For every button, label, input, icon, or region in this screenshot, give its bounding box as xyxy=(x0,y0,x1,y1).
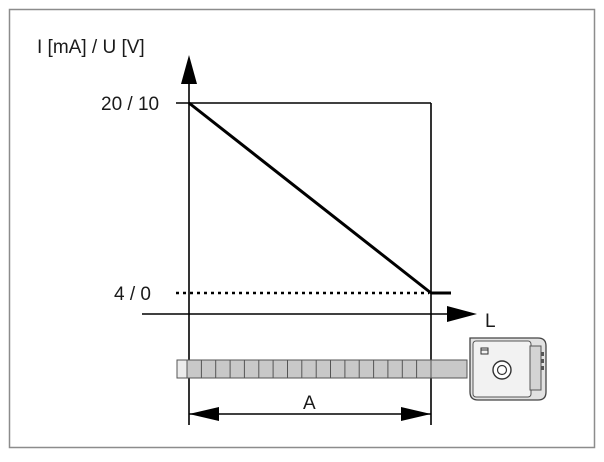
sensor-head-icon xyxy=(469,337,547,401)
y-axis-arrow-icon xyxy=(181,55,197,84)
probe-rod-tip xyxy=(176,359,188,379)
dimension-label: A xyxy=(303,393,316,414)
x-axis-label: L xyxy=(485,311,496,332)
output-characteristic-line xyxy=(188,101,432,295)
x-axis-arrow-icon xyxy=(447,306,477,322)
probe-rod-segments xyxy=(200,360,432,378)
dimension-arrow-left-icon xyxy=(189,407,219,421)
lower-level-label: 4 / 0 xyxy=(114,284,151,305)
probe-rod xyxy=(176,359,468,379)
dimension-arrow-right-icon xyxy=(401,407,431,421)
upper-level-label: 20 / 10 xyxy=(101,94,159,115)
y-axis-label: I [mA] / U [V] xyxy=(37,37,145,58)
